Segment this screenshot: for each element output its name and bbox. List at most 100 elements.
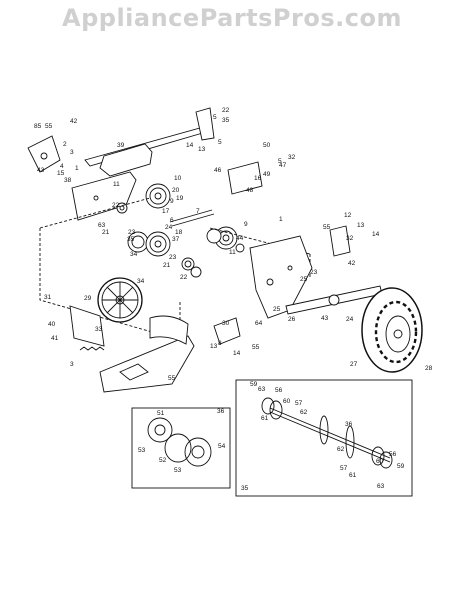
part-label-14: 14 <box>233 350 241 357</box>
part-label-21: 21 <box>102 229 110 236</box>
part-label-22: 22 <box>222 107 230 114</box>
part-label-59: 59 <box>397 463 405 470</box>
part-label-11: 11 <box>229 249 236 256</box>
part-label-56: 56 <box>275 387 283 394</box>
part-label-24: 24 <box>165 224 173 231</box>
part-label-49: 49 <box>263 171 271 178</box>
part-label-60: 60 <box>376 458 384 465</box>
part-label-9: 9 <box>170 198 174 205</box>
part-label-2: 2 <box>63 141 67 148</box>
gear-large-upper <box>145 183 171 209</box>
part-label-61: 61 <box>349 472 357 479</box>
left-lever-bracket <box>27 135 61 173</box>
part-label-22: 22 <box>112 202 120 209</box>
gear-stack-right <box>206 226 245 253</box>
part-label-40: 40 <box>48 321 56 328</box>
part-label-16: 16 <box>254 175 262 182</box>
part-label-63: 63 <box>258 386 266 393</box>
part-label-43: 43 <box>37 167 45 174</box>
hub-assembly-parts <box>147 417 212 467</box>
part-label-5: 5 <box>278 158 282 165</box>
part-label-30: 30 <box>222 320 230 327</box>
part-label-23: 23 <box>169 254 177 261</box>
part-label-14: 14 <box>186 142 194 149</box>
part-label-55: 55 <box>168 375 176 382</box>
gear-stack-left <box>127 231 202 278</box>
part-label-55: 55 <box>252 344 260 351</box>
part-label-46: 46 <box>214 167 222 174</box>
inset-box-left <box>131 407 231 489</box>
part-label-11: 11 <box>113 181 120 188</box>
part-label-47: 47 <box>279 162 287 169</box>
part-label-36: 36 <box>345 421 353 428</box>
part-label-59: 59 <box>250 381 258 388</box>
part-label-19: 19 <box>176 195 184 202</box>
part-label-31: 31 <box>44 294 52 301</box>
part-label-55: 55 <box>323 224 331 231</box>
part-label-35: 35 <box>241 485 249 492</box>
part-label-4: 4 <box>60 163 64 170</box>
part-label-63: 63 <box>98 222 106 229</box>
part-label-43: 43 <box>321 315 329 322</box>
bottom-panel <box>99 335 195 393</box>
lever-bracket <box>213 317 241 345</box>
part-label-37: 37 <box>172 236 180 243</box>
part-label-62: 62 <box>300 409 308 416</box>
part-label-57: 57 <box>340 465 348 472</box>
part-label-12: 12 <box>344 212 352 219</box>
part-label-18: 18 <box>175 229 183 236</box>
part-label-24: 24 <box>346 316 354 323</box>
part-label-1: 1 <box>75 165 79 172</box>
part-label-63: 63 <box>377 483 385 490</box>
part-label-53: 53 <box>174 467 182 474</box>
part-label-22: 22 <box>180 274 188 281</box>
part-label-39: 39 <box>117 142 125 149</box>
part-label-15: 15 <box>57 170 65 177</box>
part-label-27: 27 <box>350 361 358 368</box>
part-label-32: 32 <box>346 235 354 242</box>
part-label-13: 13 <box>198 146 206 153</box>
part-label-9: 9 <box>244 221 248 228</box>
part-label-36: 36 <box>217 408 225 415</box>
part-label-34: 34 <box>137 278 145 285</box>
part-label-85: 85 <box>34 123 42 130</box>
part-label-5: 5 <box>213 114 217 121</box>
part-label-29: 29 <box>84 295 92 302</box>
part-label-8: 8 <box>218 340 222 347</box>
spring <box>79 346 105 351</box>
part-label-64: 64 <box>255 320 263 327</box>
top-bracket <box>195 107 215 141</box>
right-bracket <box>329 225 351 257</box>
part-label-23: 23 <box>310 269 318 276</box>
part-label-20: 20 <box>172 187 180 194</box>
part-label-13: 13 <box>357 222 365 229</box>
part-label-32: 32 <box>288 154 296 161</box>
part-label-35: 35 <box>222 117 230 124</box>
mount-plate <box>69 305 105 347</box>
part-label-57: 57 <box>295 400 303 407</box>
part-label-51: 51 <box>157 410 165 417</box>
part-label-25: 25 <box>273 306 281 313</box>
part-label-13: 13 <box>210 343 218 350</box>
tire <box>361 287 423 373</box>
part-label-44: 44 <box>236 235 244 242</box>
part-label-3: 3 <box>70 149 74 156</box>
part-label-33: 33 <box>95 326 103 333</box>
part-label-3: 3 <box>70 361 74 368</box>
part-label-48: 48 <box>246 187 254 194</box>
part-label-7: 7 <box>196 208 200 215</box>
part-label-35: 35 <box>127 236 135 243</box>
part-label-5: 5 <box>218 139 222 146</box>
part-label-41: 41 <box>51 335 59 342</box>
part-label-53: 53 <box>138 447 146 454</box>
axle-assembly-parts <box>261 397 393 469</box>
part-label-55: 55 <box>45 123 53 130</box>
part-label-6: 6 <box>170 217 174 224</box>
part-label-28: 28 <box>425 365 433 372</box>
part-label-1: 1 <box>279 216 283 223</box>
part-label-62: 62 <box>337 446 345 453</box>
upper-right-bracket <box>227 161 263 195</box>
part-label-23: 23 <box>128 229 136 236</box>
